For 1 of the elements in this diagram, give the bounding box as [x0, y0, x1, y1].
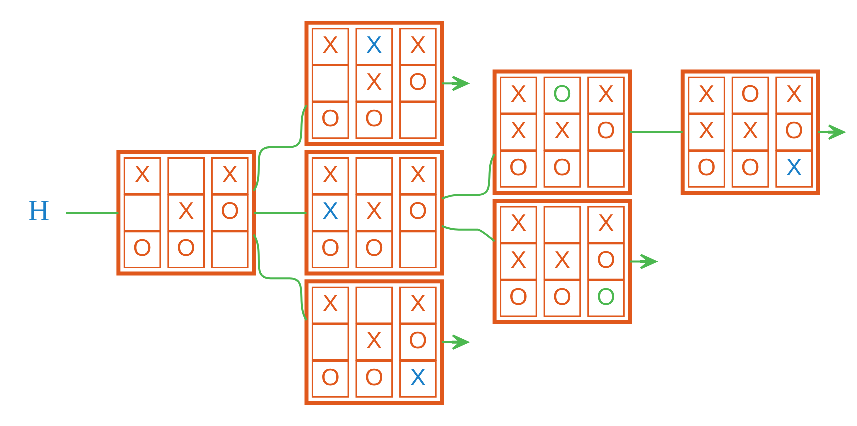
node-text: H: [28, 194, 50, 228]
